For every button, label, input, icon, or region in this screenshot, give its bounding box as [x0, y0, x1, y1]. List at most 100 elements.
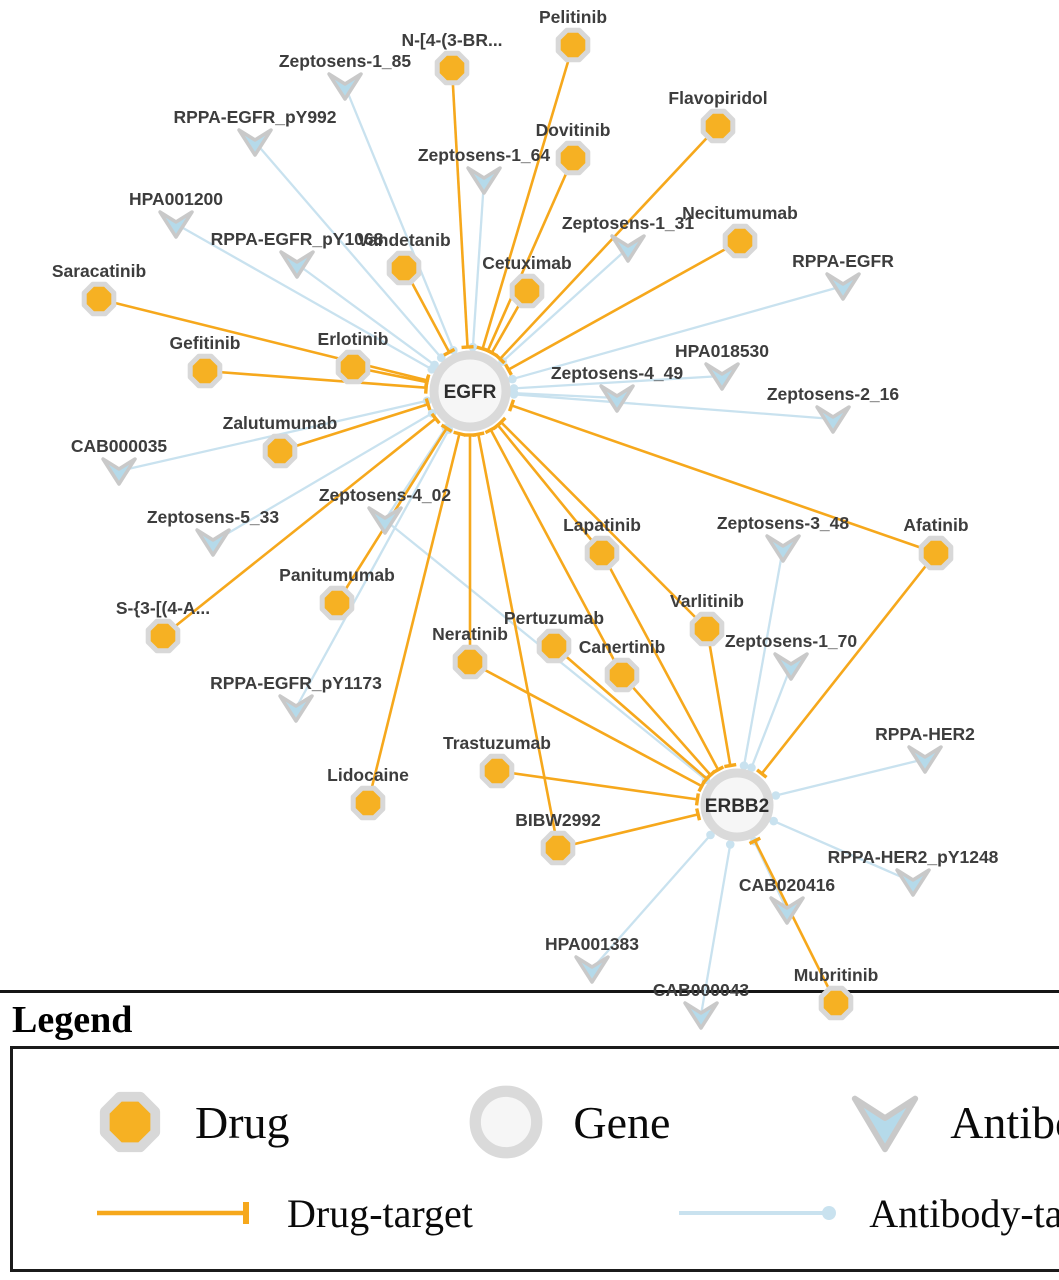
antibody-target-edge-zeptosens-1-31[interactable]	[501, 247, 629, 363]
antibody-node-hpa018530[interactable]	[704, 362, 740, 391]
drug-target-edge-necitumumab[interactable]	[507, 239, 741, 371]
antibody-target-edge-zeptosens-4-49[interactable]	[513, 391, 618, 400]
drug-node-saracatinib[interactable]	[81, 281, 117, 317]
antibody-target-edge-rppa-egfr[interactable]	[512, 284, 844, 381]
drug-target-edge-varlitinib[interactable]	[705, 628, 732, 766]
drug-target-edge-afatinib[interactable]	[511, 404, 937, 555]
antibody-node-zeptosens-3-48[interactable]	[765, 534, 801, 563]
drug-node-neratinib[interactable]	[452, 644, 488, 680]
drug-node-flavopiridol[interactable]	[700, 108, 736, 144]
drug-target-edge-pertuzumab[interactable]	[553, 645, 708, 780]
drug-target-edge-saracatinib[interactable]	[98, 297, 428, 382]
antibody-node-cab020416[interactable]	[769, 896, 805, 925]
drug-node-zalutumumab[interactable]	[262, 433, 298, 469]
gene-node-erbb2[interactable]	[700, 768, 774, 842]
antibody-node-hpa001383[interactable]	[574, 955, 610, 984]
antibody-node-zeptosens-1-85[interactable]	[327, 72, 363, 101]
drug-target-edge-lapatinib[interactable]	[496, 424, 604, 554]
antibody-target-edge-zeptosens-3-48[interactable]	[742, 547, 785, 766]
drug-target-edge-s-3-4-a[interactable]	[162, 417, 437, 638]
drug-target-edge-pelitinib[interactable]	[481, 44, 575, 350]
drug-node-pelitinib[interactable]	[555, 27, 591, 63]
legend-separator-line	[0, 990, 1059, 993]
drug-target-edge-canertinib[interactable]	[621, 674, 712, 776]
antibody-target-edge-hpa018530[interactable]	[513, 374, 723, 390]
antibody-target-edge-hpa001383[interactable]	[591, 834, 712, 970]
drug-node-lapatinib[interactable]	[584, 535, 620, 571]
drug-target-edge-lidocaine[interactable]	[366, 433, 461, 804]
antibody-target-edge-rppa-her2-py1248[interactable]	[773, 819, 914, 884]
drug-node-panitumumab[interactable]	[319, 585, 355, 621]
antibody-node-rppa-her2-py1248[interactable]	[895, 868, 931, 897]
dot-arrowhead	[725, 840, 735, 849]
antibody-target-edge-rppa-egfr-py1173[interactable]	[294, 429, 450, 709]
drug-target-edge-lapatinib[interactable]	[600, 552, 720, 771]
drug-node-bibw2992[interactable]	[540, 830, 576, 866]
drug-target-edge-neratinib[interactable]	[469, 660, 703, 788]
antibody-target-edge-zeptosens-1-70[interactable]	[750, 665, 793, 769]
drug-node-s-3-4-a[interactable]	[145, 618, 181, 654]
gene-node-egfr[interactable]	[429, 350, 511, 432]
dot-arrowhead	[771, 791, 781, 800]
drug-node-afatinib[interactable]	[918, 535, 954, 571]
antibody-node-hpa001200[interactable]	[158, 210, 194, 239]
antibody-node-zeptosens-2-16[interactable]	[815, 405, 851, 434]
drug-target-edge-gefitinib[interactable]	[204, 369, 427, 389]
drug-target-edge-trastuzumab[interactable]	[496, 769, 698, 801]
drug-target-edge-zalutumumab[interactable]	[279, 403, 429, 453]
drug-node-varlitinib[interactable]	[689, 611, 725, 647]
antibody-node-zeptosens-1-64[interactable]	[466, 166, 502, 195]
antibody-target-edge-rppa-her2[interactable]	[775, 757, 926, 797]
drug-node-mubritinib[interactable]	[818, 985, 854, 1021]
antibody-node-rppa-egfr[interactable]	[825, 272, 861, 301]
tee-arrowhead	[485, 348, 498, 358]
antibody-node-cab000043[interactable]	[683, 1001, 719, 1030]
antibody-target-edge-zeptosens-5-33[interactable]	[212, 412, 433, 543]
drug-target-edge-n-4-3-br[interactable]	[450, 67, 469, 348]
antibody-node-zeptosens-5-33[interactable]	[195, 528, 231, 557]
antibody-node-rppa-egfr-py992[interactable]	[237, 128, 273, 157]
antibody-node-label: RPPA-EGFR_pY1068	[211, 229, 384, 249]
antibody-target-edge-hpa001200[interactable]	[175, 223, 433, 371]
drug-target-edge-afatinib[interactable]	[760, 552, 938, 775]
drug-node-cetuximab[interactable]	[509, 273, 545, 309]
dot-arrowhead	[739, 761, 749, 770]
antibody-node-zeptosens-1-31[interactable]	[610, 234, 646, 263]
drug-target-edge-flavopiridol[interactable]	[499, 125, 719, 360]
antibody-node-rppa-egfr-py1173[interactable]	[278, 694, 314, 723]
drug-node-dovitinib[interactable]	[555, 140, 591, 176]
drug-node-erlotinib[interactable]	[335, 349, 371, 385]
drug-node-n-4-3-br[interactable]	[434, 50, 470, 86]
antibody-target-edge-zeptosens-1-64[interactable]	[471, 179, 486, 348]
antibody-node-rppa-egfr-py1068[interactable]	[279, 250, 315, 279]
antibody-target-edge-rppa-egfr-py1068[interactable]	[296, 263, 436, 366]
drug-target-edge-canertinib[interactable]	[489, 429, 624, 676]
drug-node-label: Vandetanib	[357, 230, 450, 250]
drug-node-vandetanib[interactable]	[386, 250, 422, 286]
drug-node-label: BIBW2992	[515, 810, 601, 830]
antibody-node-zeptosens-4-49[interactable]	[599, 384, 635, 413]
antibody-target-edge-zeptosens-1-85[interactable]	[343, 85, 455, 351]
drug-target-edge-bibw2992[interactable]	[557, 813, 699, 850]
drug-node-label: Zalutumumab	[223, 413, 338, 433]
drug-node-trastuzumab[interactable]	[479, 753, 515, 789]
drug-target-edge-varlitinib[interactable]	[500, 421, 708, 630]
antibody-target-edge-cab000043[interactable]	[699, 844, 732, 1016]
antibody-node-zeptosens-4-02[interactable]	[367, 506, 403, 535]
tee-arrowhead	[472, 431, 485, 438]
antibody-node-rppa-her2[interactable]	[907, 745, 943, 774]
drug-node-label: Cetuximab	[482, 253, 571, 273]
drug-node-necitumumab[interactable]	[722, 223, 758, 259]
antibody-node-zeptosens-1-70[interactable]	[773, 652, 809, 681]
drug-node-gefitinib[interactable]	[187, 353, 223, 389]
tee-arrowhead	[495, 416, 507, 428]
drug-node-lidocaine[interactable]	[350, 785, 386, 821]
drug-node-canertinib[interactable]	[604, 657, 640, 693]
drug-target-edge-dovitinib[interactable]	[486, 157, 575, 352]
antibody-node-cab000035[interactable]	[101, 457, 137, 486]
antibody-target-edge-zeptosens-2-16[interactable]	[513, 393, 834, 421]
antibody-target-edge-rppa-egfr-py992[interactable]	[254, 141, 443, 359]
drug-target-edge-mubritinib[interactable]	[753, 840, 838, 1004]
antibody-target-edge-zeptosens-4-02[interactable]	[384, 427, 447, 521]
drug-node-pertuzumab[interactable]	[536, 628, 572, 664]
